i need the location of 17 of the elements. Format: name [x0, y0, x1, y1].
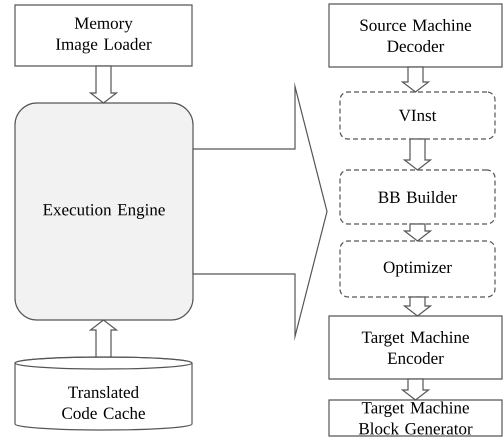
block-arrow	[192, 82, 328, 342]
process-box: BB Builder	[339, 169, 496, 225]
block-arrow	[402, 296, 432, 317]
process-box: Target Machine Block Generator	[328, 399, 503, 437]
block-arrow	[400, 378, 430, 401]
block-arrow	[88, 319, 118, 358]
process-box: Source Machine Decoder	[328, 3, 503, 68]
process-box: Target Machine Encoder	[328, 315, 503, 380]
block-arrow	[402, 138, 432, 171]
process-box: Optimizer	[339, 240, 496, 298]
process-box: Memory Image Loader	[14, 4, 193, 67]
process-box: VInst	[339, 91, 496, 140]
cylinder: Translated Code Cache	[14, 356, 193, 431]
block-arrow	[88, 65, 118, 104]
block-arrow	[402, 223, 432, 242]
block-arrow	[400, 66, 430, 93]
engine-box: Execution Engine	[14, 102, 194, 321]
